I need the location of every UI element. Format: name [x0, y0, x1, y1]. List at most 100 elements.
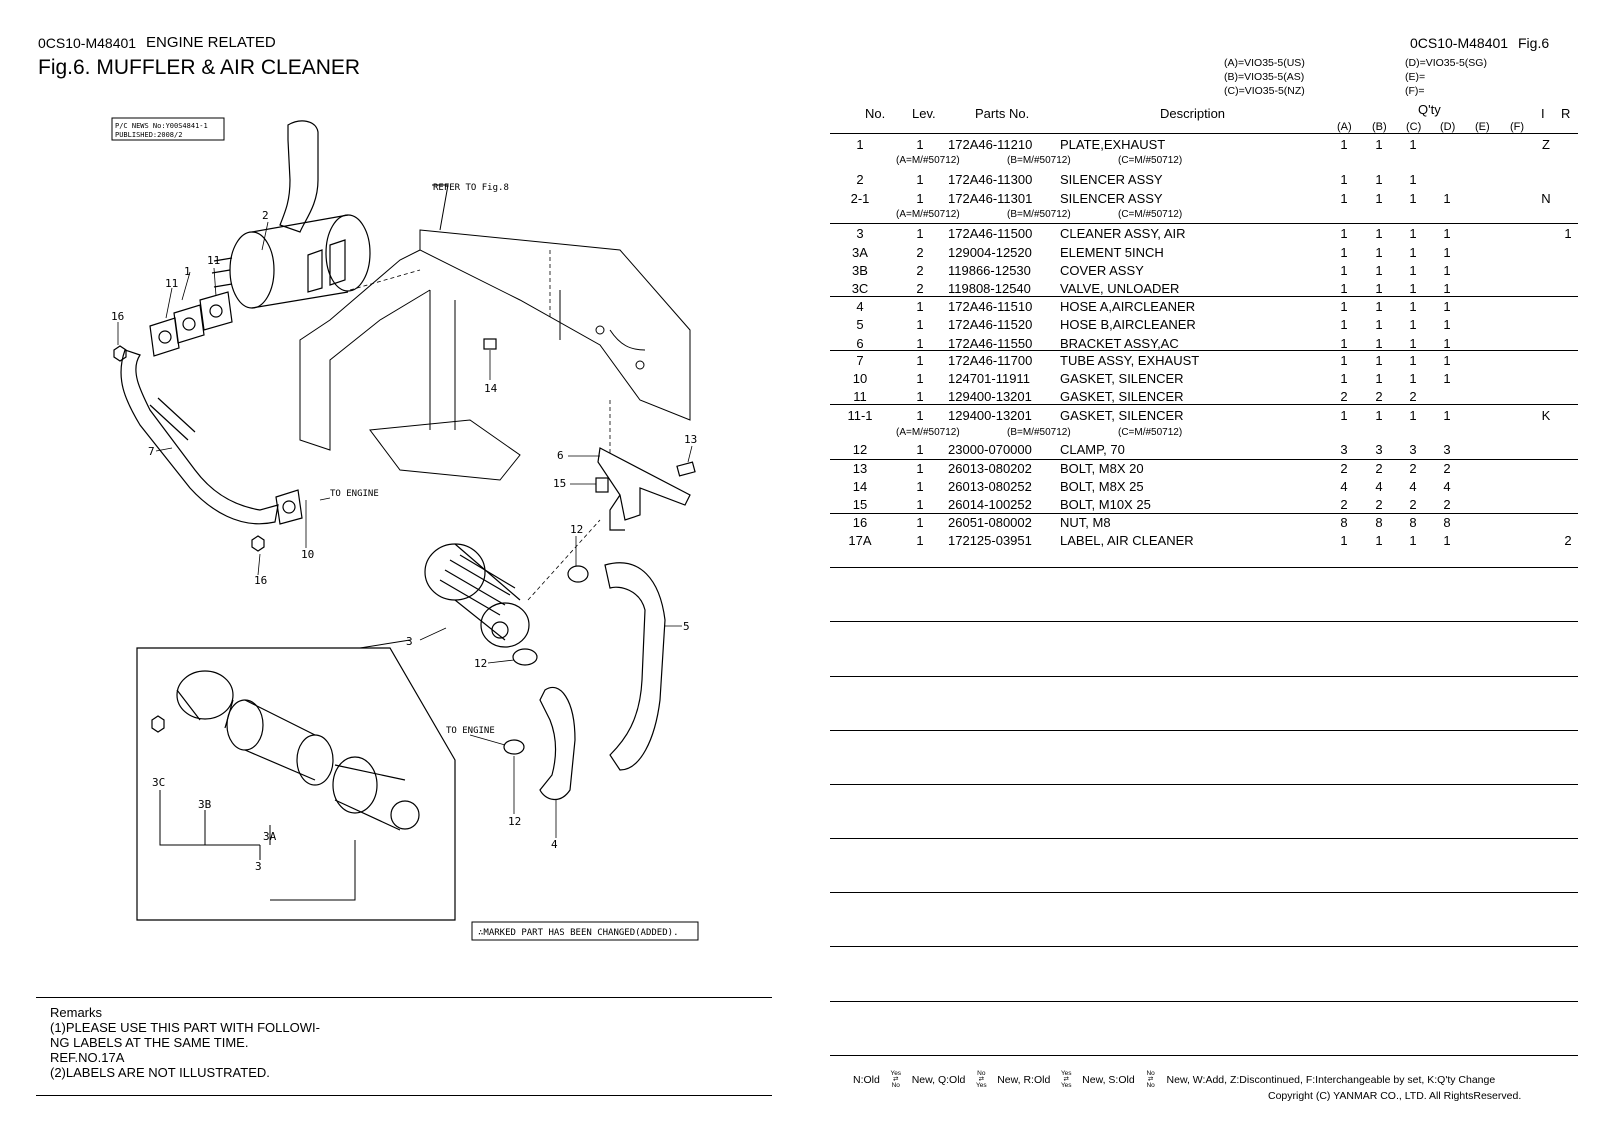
remarks-line: REF.NO.17A: [50, 1050, 125, 1065]
col-d: (D): [1440, 121, 1456, 133]
cell-qty-b: 8: [1375, 515, 1383, 530]
cell-no: 14: [852, 479, 868, 494]
refer-label: REFER TO Fig.8: [433, 183, 509, 193]
callout: 4: [551, 838, 558, 851]
interchange-legend: N:Old Yes⇄No New, Q:Old No⇄Yes New, R:Ol…: [853, 1070, 1496, 1089]
cell-qty-c: 1: [1409, 263, 1417, 278]
cell-qty-c: 1: [1409, 226, 1417, 241]
col-b: (B): [1372, 121, 1387, 133]
cell-qty-d: 3: [1443, 442, 1451, 457]
cell-qty-d: 1: [1443, 336, 1451, 351]
cell-qty-d: 1: [1443, 299, 1451, 314]
serial-note: (A=M/#50712): [896, 155, 960, 166]
arrow-label-yes: Yes: [975, 1082, 987, 1089]
cell-qty-c: 1: [1409, 172, 1417, 187]
news-box: [111, 117, 225, 141]
serial-note: (B=M/#50712): [1007, 209, 1071, 220]
col-a: (A): [1337, 121, 1352, 133]
cell-qty-d: 1: [1443, 408, 1451, 423]
remarks-title: Remarks: [50, 1005, 103, 1020]
cell-description: BOLT, M8X 25: [1060, 479, 1144, 494]
table-rule: [830, 730, 1578, 731]
cell-description: BRACKET ASSY,AC: [1060, 336, 1179, 351]
cell-no: 3B: [852, 263, 868, 278]
callout: 7: [148, 445, 155, 458]
cell-description: GASKET, SILENCER: [1060, 408, 1184, 423]
cell-qty-b: 2: [1375, 461, 1383, 476]
cell-qty-c: 1: [1409, 317, 1417, 332]
model-a: (A)=VIO35-5(US): [1224, 57, 1305, 69]
serial-note: (C=M/#50712): [1118, 427, 1183, 438]
cell-qty-a: 1: [1340, 263, 1348, 278]
machine-frame: [299, 229, 691, 481]
cell-lev: 1: [916, 442, 924, 457]
exhaust-tail-pipe: [279, 120, 319, 233]
model-d: (D)=VIO35-5(SG): [1405, 57, 1487, 69]
cell-no: 3A: [852, 245, 868, 260]
cell-description: ELEMENT 5INCH: [1060, 245, 1164, 260]
cell-lev: 1: [916, 371, 924, 386]
cell-qty-b: 1: [1375, 408, 1383, 423]
detail-inset-frame: [136, 647, 456, 921]
table-rule: [830, 133, 1578, 134]
serial-note: (A=M/#50712): [896, 209, 960, 220]
callout: 12: [474, 657, 487, 670]
callout: 16: [111, 310, 124, 323]
col-description: Description: [1160, 106, 1226, 121]
page-title: Fig.6. MUFFLER & AIR CLEANER: [38, 56, 361, 79]
cell-qty-a: 1: [1340, 245, 1348, 260]
cell-part-no: 124701-11911: [948, 371, 1030, 386]
silencer: [211, 214, 371, 309]
cell-i: Z: [1542, 137, 1550, 152]
table-rule: [830, 838, 1578, 839]
callout: 5: [683, 620, 690, 633]
cell-qty-c: 2: [1409, 389, 1417, 404]
exhaust-tube: [120, 349, 279, 525]
cell-no: 7: [856, 353, 864, 368]
cell-lev: 1: [916, 299, 924, 314]
legend-text: New, W:Add, Z:Discontinued, F:Interchang…: [1166, 1073, 1496, 1086]
cell-lev: 1: [916, 461, 924, 476]
col-lev: Lev.: [912, 106, 936, 121]
clamp-icon: [567, 565, 589, 583]
cell-part-no: 26014-100252: [948, 497, 1032, 512]
cell-qty-a: 4: [1340, 479, 1348, 494]
cell-part-no: 172A46-11700: [948, 353, 1033, 368]
cell-qty-b: 1: [1375, 533, 1383, 548]
cell-qty-a: 1: [1340, 172, 1348, 187]
cell-part-no: 172A46-11500: [948, 226, 1033, 241]
cell-description: TUBE ASSY, EXHAUST: [1060, 353, 1200, 368]
cell-part-no: 172125-03951: [948, 533, 1032, 548]
cell-qty-d: 1: [1443, 353, 1451, 368]
remarks-line: (2)LABELS ARE NOT ILLUSTRATED.: [50, 1065, 270, 1080]
cell-qty-c: 1: [1409, 408, 1417, 423]
cell-qty-b: 1: [1375, 226, 1383, 241]
cell-qty-a: 1: [1340, 408, 1348, 423]
callout: 16: [254, 574, 267, 587]
callout: 10: [301, 548, 314, 561]
legend-text: New, R:Old: [997, 1073, 1051, 1086]
col-e: (E): [1475, 121, 1490, 133]
assembly-dashes: [349, 250, 611, 601]
model-f: (F)=: [1405, 85, 1425, 97]
cell-qty-d: 1: [1443, 317, 1451, 332]
serial-note: (C=M/#50712): [1118, 209, 1183, 220]
cell-lev: 1: [916, 515, 924, 530]
cell-qty-c: 3: [1409, 442, 1417, 457]
table-rule: [830, 676, 1578, 677]
clamp-icon: [503, 739, 525, 755]
cell-part-no: 119808-12540: [948, 281, 1031, 296]
hose-b: [604, 562, 666, 771]
cell-no: 3C: [851, 281, 869, 296]
copyright: Copyright (C) YANMAR CO., LTD. All Right…: [1268, 1090, 1522, 1102]
bracket-assy: [597, 447, 691, 531]
callout: 3: [406, 635, 413, 648]
table-rule: [830, 946, 1578, 947]
cell-qty-b: 4: [1375, 479, 1383, 494]
cell-description: COVER ASSY: [1060, 263, 1144, 278]
nut-icon: [113, 345, 127, 362]
inset-leaders: [159, 790, 356, 901]
